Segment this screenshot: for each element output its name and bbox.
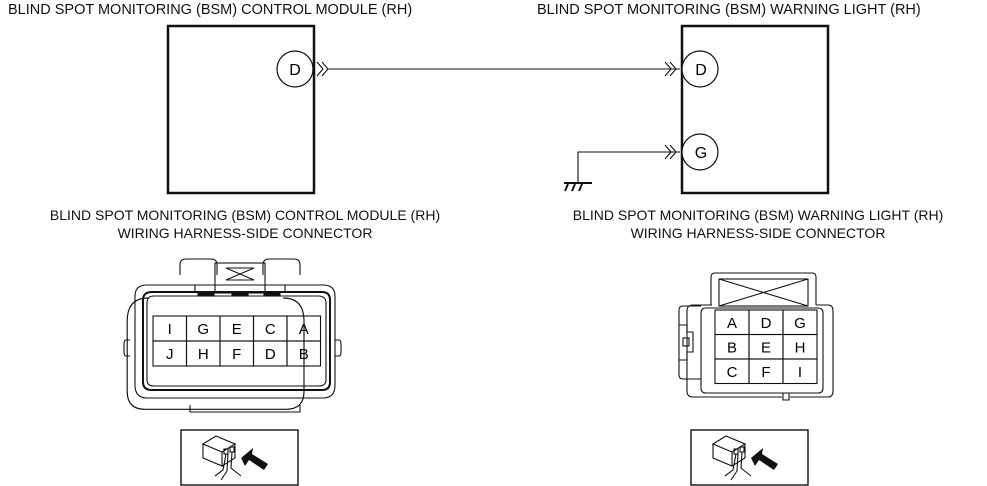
pin-cell-B: B	[286, 340, 322, 367]
pin-cell-B: B	[714, 333, 750, 360]
wire-g	[577, 151, 680, 183]
terminal-g-right: G	[681, 133, 719, 171]
control-module-title: BLIND SPOT MONITORING (BSM) CONTROL MODU…	[8, 2, 413, 18]
terminal-d-left: D	[276, 50, 314, 88]
pin-label: B	[727, 339, 737, 356]
terminal-d-right: D	[681, 50, 719, 88]
connector-title-line2: WIRING HARNESS-SIDE CONNECTOR	[630, 225, 886, 241]
pin-label: F	[761, 364, 770, 381]
pin-cell-H: H	[185, 340, 221, 367]
pin-label: C	[265, 321, 276, 338]
pin-label: B	[299, 346, 309, 363]
terminal-label: G	[695, 145, 707, 162]
connector-chevron-icon	[664, 61, 677, 77]
pin-label: E	[232, 321, 242, 338]
pin-label: D	[761, 315, 772, 332]
pin-cell-J: J	[152, 340, 188, 367]
ground-icon	[564, 182, 592, 192]
harness-side-view-icon	[690, 429, 809, 486]
pin-cell-E: E	[748, 333, 784, 360]
pin-cell-A: A	[714, 309, 750, 336]
pin-cell-D: D	[748, 309, 784, 336]
pin-label: F	[232, 346, 241, 363]
terminal-label: D	[289, 62, 301, 79]
warning-light-connector	[678, 272, 834, 401]
connector-title-line1: BLIND SPOT MONITORING (BSM) CONTROL MODU…	[49, 207, 441, 223]
pin-label: J	[166, 346, 174, 363]
connector-title-line1: BLIND SPOT MONITORING (BSM) WARNING LIGH…	[572, 207, 944, 223]
warning-light-title: BLIND SPOT MONITORING (BSM) WARNING LIGH…	[537, 2, 921, 18]
pin-label: G	[197, 321, 209, 338]
pin-cell-D: D	[252, 340, 288, 367]
pin-cell-F: F	[748, 358, 784, 385]
control-module-pin-grid: I G E C A J H F D B	[152, 315, 322, 367]
terminal-label: D	[695, 62, 707, 79]
pin-label: A	[299, 321, 309, 338]
pin-label: A	[727, 315, 737, 332]
warning-light-connector-title: BLIND SPOT MONITORING (BSM) WARNING LIGH…	[528, 206, 987, 242]
control-module-connector	[123, 258, 342, 413]
pin-label: I	[168, 321, 172, 338]
pin-cell-G: G	[185, 315, 221, 342]
pin-cell-I: I	[782, 358, 818, 385]
control-module-connector-title: BLIND SPOT MONITORING (BSM) CONTROL MODU…	[5, 206, 485, 242]
pin-label: G	[794, 315, 806, 332]
pin-label: C	[727, 364, 738, 381]
pin-label: H	[198, 346, 209, 363]
pin-label: H	[795, 339, 806, 356]
warning-light-pin-grid: A D G B E H C F I	[714, 309, 818, 385]
control-module-box	[166, 24, 316, 195]
pin-label: E	[761, 339, 771, 356]
pin-label: I	[798, 364, 802, 381]
pin-label: D	[265, 346, 276, 363]
harness-side-view-icon	[180, 429, 299, 486]
pin-cell-G: G	[782, 309, 818, 336]
connector-chevron-icon	[316, 61, 329, 77]
connector-title-line2: WIRING HARNESS-SIDE CONNECTOR	[117, 225, 373, 241]
pin-cell-C: C	[252, 315, 288, 342]
pin-cell-C: C	[714, 358, 750, 385]
pin-cell-F: F	[219, 340, 255, 367]
pin-cell-H: H	[782, 333, 818, 360]
connector-chevron-icon	[664, 144, 677, 160]
pin-cell-I: I	[152, 315, 188, 342]
warning-light-box	[680, 24, 830, 195]
pin-cell-E: E	[219, 315, 255, 342]
